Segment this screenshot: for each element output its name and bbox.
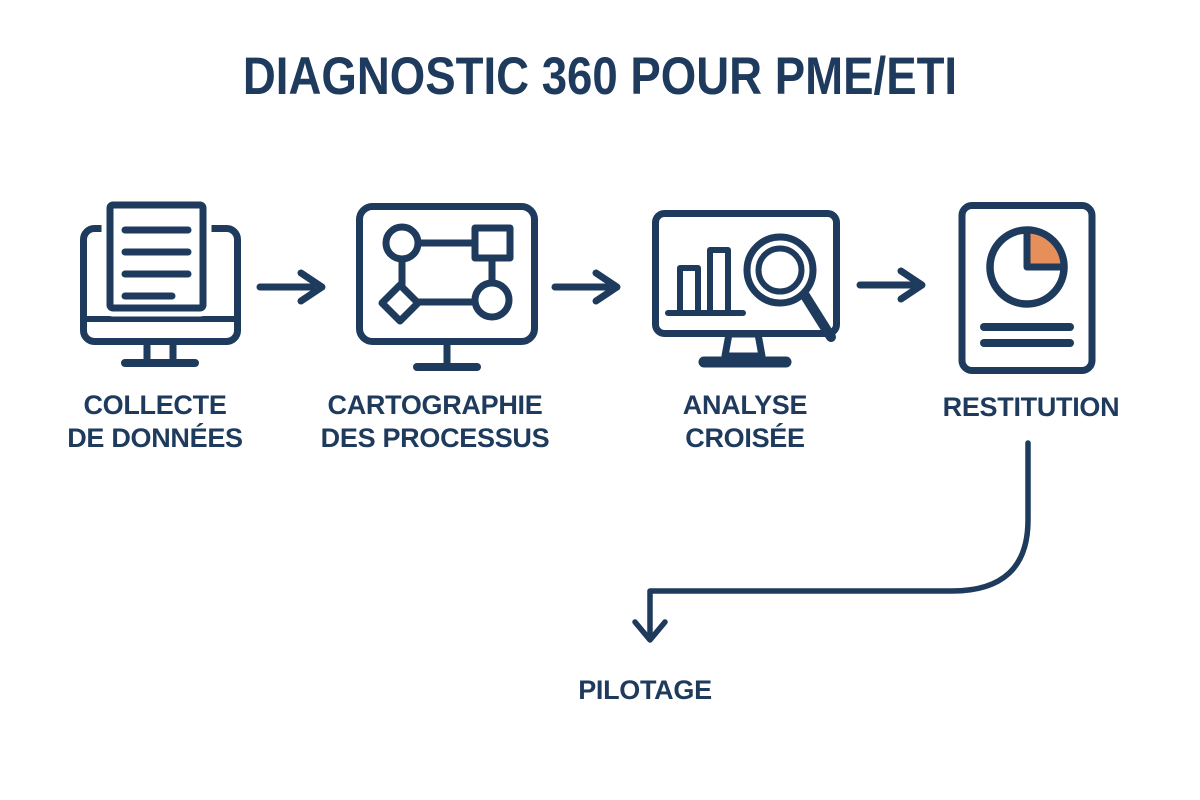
arrow-right-icon <box>551 269 621 305</box>
step-label-line: CROISÉE <box>685 423 805 453</box>
step-label-line: COLLECTE <box>83 390 227 420</box>
monitor-document-icon <box>80 197 241 367</box>
step-label-line: CARTOGRAPHIE <box>327 390 543 420</box>
step-label-line: DE DONNÉES <box>67 423 243 453</box>
report-pie-chart-icon <box>958 202 1096 374</box>
step-label-restitution: RESTITUTION <box>911 391 1151 424</box>
outcome-label-pilotage: PILOTAGE <box>525 674 765 707</box>
step-label-collecte-de-donnees: COLLECTE DE DONNÉES <box>35 389 275 455</box>
step-label-cartographie-des-processus: CARTOGRAPHIE DES PROCESSUS <box>295 389 575 455</box>
step-label-analyse-croisee: ANALYSE CROISÉE <box>625 389 865 455</box>
step-label-line: ANALYSE <box>682 390 808 420</box>
monitor-flowchart-icon <box>356 203 538 371</box>
diagram-title: DIAGNOSTIC 360 POUR PME/ETI <box>242 47 958 106</box>
curved-arrow-down-icon <box>632 440 1031 643</box>
arrow-right-icon <box>256 269 326 305</box>
arrow-right-icon <box>856 267 926 303</box>
step-label-line: RESTITUTION <box>942 392 1120 422</box>
step-label-line: DES PROCESSUS <box>320 423 550 453</box>
monitor-barchart-magnifier-icon <box>652 210 840 368</box>
step-label-line: PILOTAGE <box>578 675 712 705</box>
